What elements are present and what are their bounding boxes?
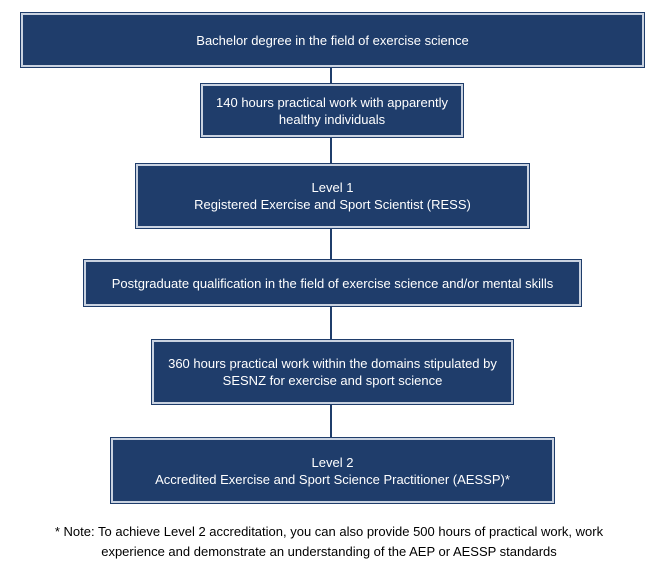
step-140-hours-practical: 140 hours practical work with apparently… [200,83,464,138]
footnote: * Note: To achieve Level 2 accreditation… [0,522,658,562]
step-level-1-line-1: Level 1 [311,180,354,195]
step-360-hours-practical: 360 hours practical work within the doma… [151,339,514,405]
connector-1 [330,66,332,84]
step-level-2-line-1: Level 2 [311,454,354,470]
step-postgraduate-qualification: Postgraduate qualification in the field … [83,259,582,307]
step-postgraduate-line-1: Postgraduate qualification in the field … [111,275,554,291]
footnote-line-1: * Note: To achieve Level 2 accreditation… [54,524,604,539]
footnote-line-2: experience and demonstrate an understand… [101,544,557,559]
step-level-2-aessp: Level 2 Accredited Exercise and Sport Sc… [110,437,555,504]
step-level-2-line-2: Accredited Exercise and Sport Science Pr… [155,471,510,487]
step-level-1-line-2: Registered Exercise and Sport Scientist … [194,197,471,212]
step-bachelor-degree: Bachelor degree in the field of exercise… [20,12,645,68]
connector-4 [330,306,332,340]
step-140-hours-line-1: 140 hours practical work with apparently [216,94,448,110]
connector-3 [330,228,332,260]
connector-5 [330,404,332,438]
step-bachelor-degree-line-1: Bachelor degree in the field of exercise… [196,32,469,48]
step-360-hours-line-2: SESNZ for exercise and sport science [222,373,443,388]
step-140-hours-line-2: healthy individuals [278,111,386,127]
step-level-1-ress: Level 1 Registered Exercise and Sport Sc… [135,163,530,229]
step-360-hours-line-1: 360 hours practical work within the doma… [168,356,497,371]
connector-2 [330,136,332,164]
